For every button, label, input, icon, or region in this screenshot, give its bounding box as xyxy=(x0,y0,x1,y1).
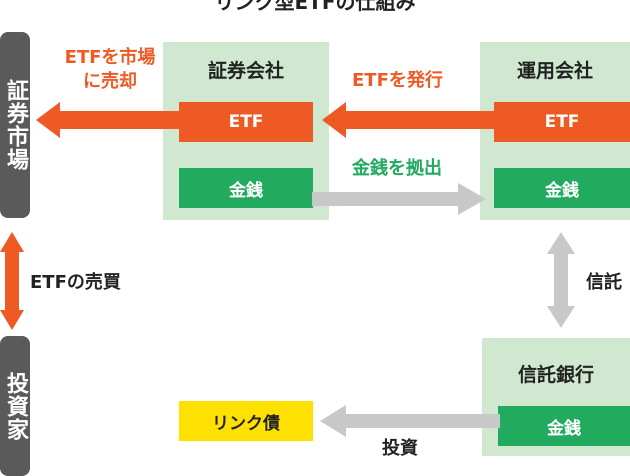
issue-etf-label: ETFを発行 xyxy=(352,70,443,91)
flow-arrows xyxy=(0,102,575,437)
manager-money-box: 金銭 xyxy=(494,168,630,208)
manager-etf-box: ETF xyxy=(494,102,630,142)
issue-etf-arrow xyxy=(322,102,497,138)
etf-trading-arrow xyxy=(0,232,24,330)
asset-manager-panel: 運用会社 ETF 金銭 xyxy=(480,42,630,220)
securities-company-panel: 証券会社 ETF 金銭 xyxy=(163,42,329,220)
trust-bank-label: 信託銀行 xyxy=(517,364,594,386)
trust-money-box: 金銭 xyxy=(498,406,630,446)
securities-market-box: 証券市場 xyxy=(0,32,30,218)
securities-company-label: 証券会社 xyxy=(207,60,284,82)
invest-label: 投資 xyxy=(382,438,418,459)
trust-arrow xyxy=(547,232,575,328)
securities-etf-box: ETF xyxy=(179,102,313,142)
securities-money-box: 金銭 xyxy=(179,168,313,208)
sell-to-market-label: ETFを市場に売却 xyxy=(64,47,156,92)
investor-box: 投資家 xyxy=(0,336,30,476)
diagram-title: リンク型ETFの仕組み xyxy=(214,0,416,14)
contribute-money-label: 金銭を拠出 xyxy=(352,158,442,179)
trust-label: 信託 xyxy=(586,272,622,293)
etf-trading-label: ETFの売買 xyxy=(30,272,121,293)
link-bond-box: リンク債 xyxy=(179,401,313,441)
contribute-money-arrow xyxy=(312,183,486,215)
invest-arrow xyxy=(320,405,500,437)
asset-manager-label: 運用会社 xyxy=(516,60,593,82)
trust-bank-panel: 信託銀行 金銭 xyxy=(482,338,630,456)
sell-etf-arrow xyxy=(36,102,180,138)
